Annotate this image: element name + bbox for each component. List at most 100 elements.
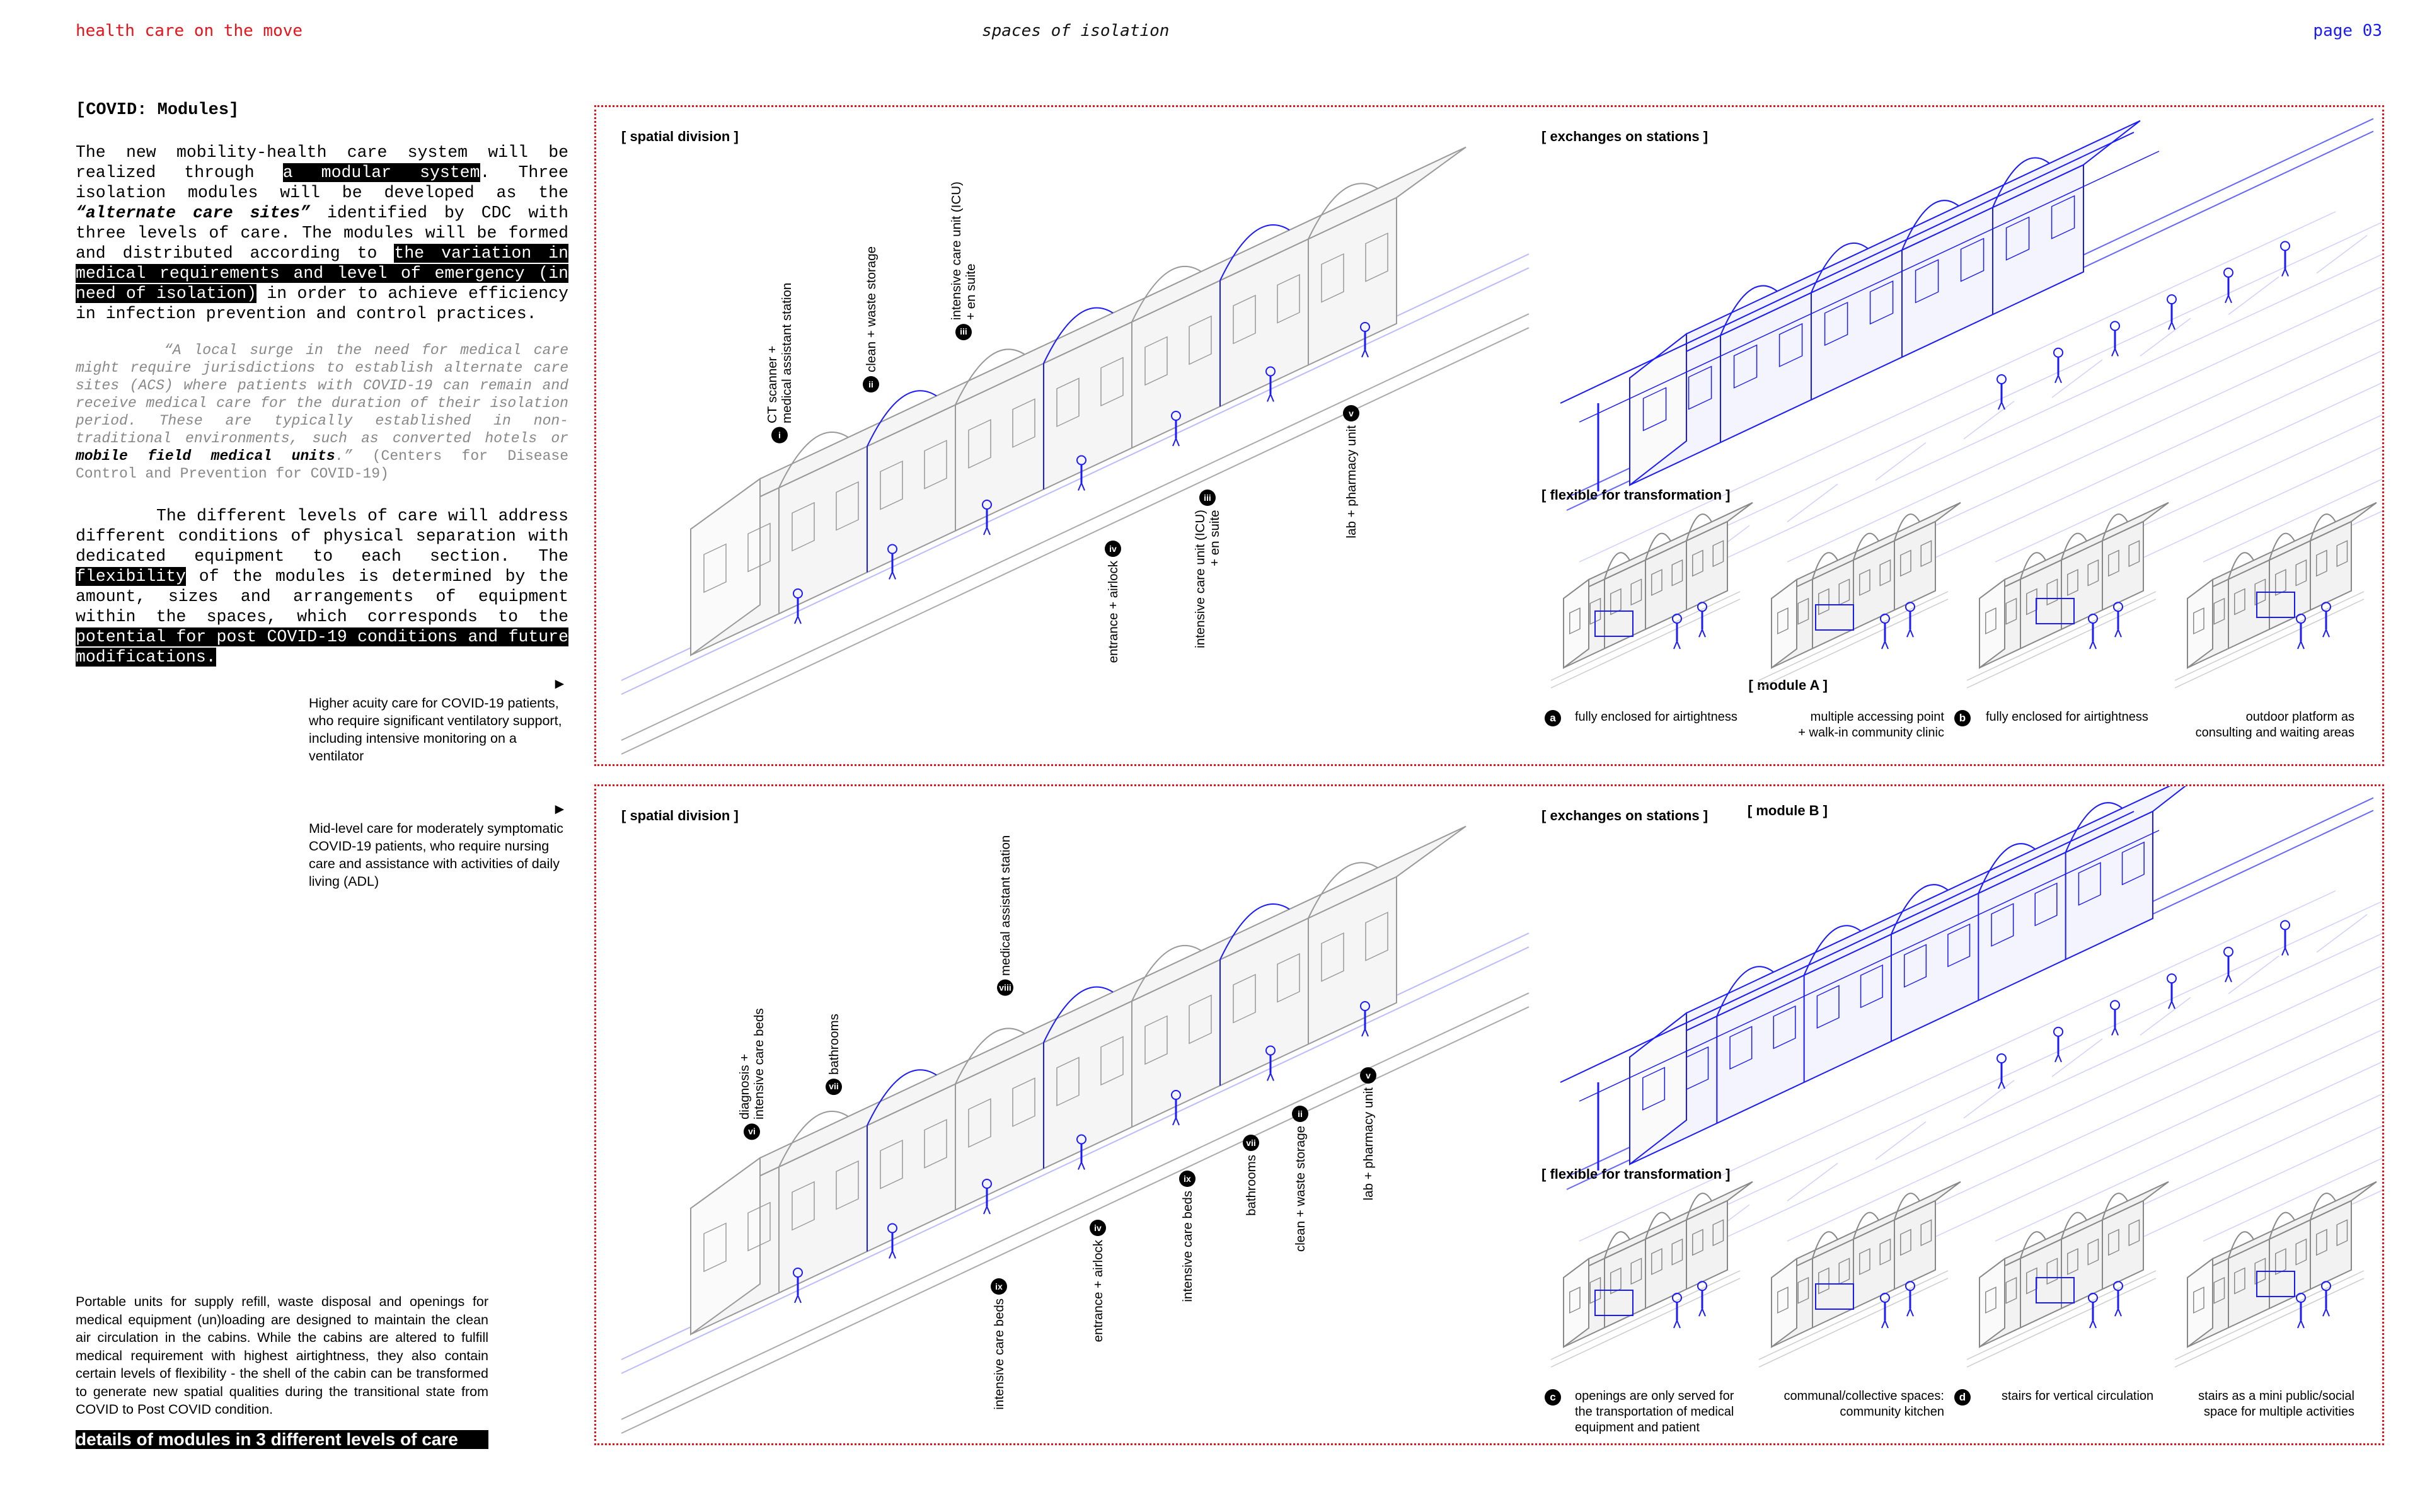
roof-arc: [1720, 285, 1778, 336]
platform-grid: [2064, 414, 2382, 563]
train-window: [2254, 1257, 2266, 1285]
train-window: [2051, 195, 2075, 239]
train-front: [1979, 578, 2005, 669]
train-window: [1365, 912, 1388, 961]
train-window: [1915, 259, 1939, 304]
train-window: [792, 501, 815, 552]
person-figure: [2054, 375, 2059, 384]
caption-badge-b: b: [1954, 710, 1971, 726]
train-front: [1629, 1011, 1687, 1166]
person-figure: [1910, 629, 1914, 638]
label-badge: iv: [1105, 541, 1121, 557]
module-a-description: Higher acuity care for COVID-19 patients…: [309, 696, 562, 764]
train-window: [1991, 903, 2014, 947]
train-front: [2187, 578, 2213, 669]
person-figure: [1172, 1117, 1177, 1126]
train-window: [747, 522, 771, 573]
train-window: [1569, 1286, 1581, 1314]
train-window: [1900, 549, 1911, 577]
train-window: [2108, 1228, 2119, 1256]
person-figure: [1698, 1308, 1703, 1317]
person-figure: [2114, 629, 2119, 638]
roof-arc: [778, 1111, 849, 1167]
roof-arc: [1645, 1211, 1671, 1240]
roof-arc: [1978, 843, 2036, 894]
equipment-detail: [2036, 598, 2075, 624]
roof-arc: [2102, 513, 2128, 541]
label-badge: iii: [1199, 490, 1216, 506]
label-badge: iii: [955, 324, 972, 340]
person-figure: [2280, 920, 2290, 931]
label-badge: vii: [1243, 1135, 1259, 1151]
train-window: [1365, 232, 1388, 282]
person-figure: [2228, 295, 2232, 304]
rail-line: [1966, 1270, 2157, 1360]
train-window: [1900, 1228, 1911, 1256]
roof-arc: [1604, 552, 1630, 580]
train-window: [1777, 1286, 1789, 1314]
equipment-detail: [1594, 610, 1634, 637]
train-window: [2295, 1238, 2307, 1266]
label-badge: ix: [1179, 1171, 1196, 1187]
person-figure: [2297, 641, 2302, 650]
platform-grid: [1925, 350, 2382, 563]
spatial-division-heading: [ spatial division ]: [621, 129, 739, 144]
caption: stairs for vertical circulation: [2002, 1389, 2154, 1403]
train-window: [2234, 1267, 2245, 1295]
train-window: [1985, 1286, 1997, 1314]
roof-arc: [1853, 1211, 1879, 1240]
person-figure: [2300, 1320, 2305, 1329]
platform-grid: [1648, 900, 2382, 1242]
train-window: [1233, 973, 1256, 1024]
train-window: [2193, 607, 2204, 635]
text: of the modules is determined by the amou…: [76, 567, 568, 626]
rail-line: [2174, 598, 2365, 689]
rail-line: [621, 267, 1530, 695]
caption: communal/collective spaces: community ki…: [1783, 1389, 1944, 1419]
person-figure: [1697, 1281, 1707, 1292]
roof-arc: [955, 348, 1025, 406]
person-figure: [2322, 629, 2327, 638]
person-figure: [2001, 1080, 2005, 1089]
rail-line: [2174, 1278, 2365, 1368]
person-figure: [889, 571, 893, 580]
text: The new mobility-health care system will…: [76, 143, 568, 182]
label-text: bathrooms: [826, 1014, 841, 1075]
platform-grid: [2133, 446, 2382, 563]
caption: openings are only served for the transpo…: [1575, 1389, 1734, 1435]
platform-grid: [1787, 483, 1838, 523]
person-figure: [1905, 1281, 1915, 1292]
caption: stairs as a mini public/social space for…: [2198, 1389, 2354, 1419]
module-a-label: [ module A ]: [1748, 677, 1828, 693]
train-window: [792, 1181, 815, 1231]
train-window: [1838, 578, 1850, 606]
train-front: [1629, 332, 1687, 487]
roof-arc: [1308, 862, 1378, 919]
train-window: [2034, 882, 2058, 927]
roof-arc: [2310, 513, 2336, 541]
platform-grid: [1717, 932, 2382, 1242]
person-figure: [797, 1295, 802, 1303]
train-window: [2316, 549, 2327, 577]
highlight: potential for post COVID-19 conditions a…: [76, 627, 568, 667]
roof-arc: [2228, 1231, 2254, 1259]
rail-line: [621, 313, 1530, 741]
rail-line: [1550, 1278, 1741, 1368]
caption-badge-a: a: [1545, 710, 1561, 726]
module-a-drawings: [621, 118, 2382, 755]
emphasis: mobile field medical units: [76, 448, 335, 464]
person-figure: [2088, 1293, 2098, 1303]
roof-arc: [867, 1069, 937, 1126]
roof-arc: [1131, 944, 1202, 1002]
train-window: [1569, 607, 1581, 635]
train-window: [1651, 1248, 1662, 1275]
text: The different levels of care will addres…: [76, 507, 568, 566]
person-figure: [892, 1251, 896, 1259]
rail-line: [1758, 1278, 1949, 1368]
platform-grid: [2316, 914, 2368, 953]
person-figure: [1078, 1162, 1082, 1170]
